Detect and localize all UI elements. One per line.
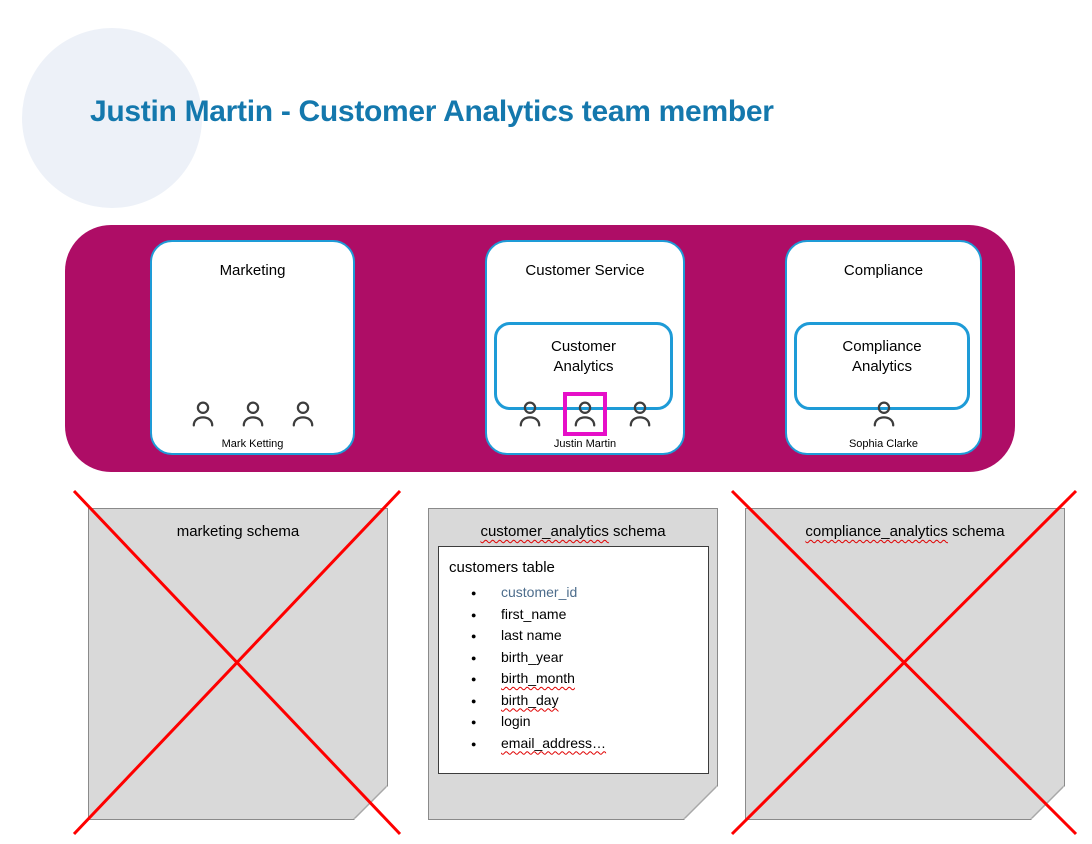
dept-title: Customer Service [525, 262, 645, 279]
team-box-compliance-analytics: Compliance Analytics [794, 322, 970, 410]
customers-table-box: customers table customer_id first_name l… [438, 546, 709, 774]
schema-name: customer_analytics [480, 523, 609, 540]
note-title: compliance_analytics schema [746, 523, 1064, 540]
table-title: customers table [449, 559, 555, 576]
member-name: Sophia Clarke [848, 438, 919, 450]
field-birth-month: birth_month [463, 668, 708, 690]
field-first-name: first_name [463, 604, 708, 626]
field-last-name: last name [463, 625, 708, 647]
person-icon [192, 401, 213, 427]
folded-corner [1030, 785, 1064, 819]
person-icon [629, 401, 651, 427]
field-birth-day: birth_day [463, 690, 708, 712]
person-icon [292, 401, 313, 427]
schema-name: compliance_analytics [805, 523, 948, 540]
team-label: Customer Analytics [550, 338, 617, 376]
org-chart-band: Marketing Mark Ketting Customer Service … [65, 225, 1015, 472]
dept-box-customer-service: Customer Service Customer Analytics Just… [485, 240, 685, 455]
dept-box-marketing: Marketing Mark Ketting [150, 240, 355, 455]
dept-box-compliance: Compliance Compliance Analytics Sophia C… [785, 240, 982, 455]
field-email-address: email_address… [463, 733, 708, 755]
member-name: Justin Martin [553, 438, 617, 450]
team-box-customer-analytics: Customer Analytics [494, 322, 673, 410]
note-title: customer_analytics schema [429, 523, 717, 540]
folded-corner [683, 785, 717, 819]
schema-suffix: schema [613, 523, 666, 540]
persons-row [487, 392, 683, 436]
folded-corner [353, 785, 387, 819]
persons-row [152, 392, 353, 436]
member-name: Mark Ketting [221, 438, 284, 450]
team-label: Compliance Analytics [842, 338, 922, 376]
person-icon-justin-martin [574, 401, 596, 427]
field-list: customer_id first_name last name birth_y… [439, 582, 708, 754]
person-icon [242, 401, 263, 427]
schema-name: marketing [176, 523, 243, 540]
highlighted-member-box [563, 392, 607, 436]
dept-title: Marketing [219, 262, 286, 279]
field-birth-year: birth_year [463, 647, 708, 669]
page-title: Justin Martin - Customer Analytics team … [90, 95, 774, 128]
note-compliance-analytics-schema: compliance_analytics schema [745, 508, 1065, 820]
person-icon [519, 401, 541, 427]
schema-suffix: schema [246, 523, 300, 540]
persons-row [787, 392, 980, 436]
field-login: login [463, 711, 708, 733]
schema-suffix: schema [952, 523, 1005, 540]
note-marketing-schema: marketing schema [88, 508, 388, 820]
dept-title: Compliance [843, 262, 924, 279]
decorative-circle [22, 28, 202, 208]
person-icon-sophia-clarke [873, 401, 894, 427]
note-title: marketing schema [89, 523, 387, 540]
note-customer-analytics-schema: customer_analytics schema customers tabl… [428, 508, 718, 820]
field-customer-id: customer_id [463, 582, 708, 604]
